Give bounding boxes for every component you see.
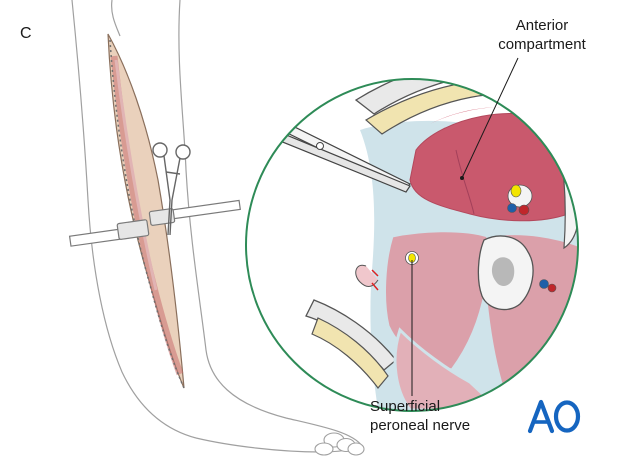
label-nerve-line2: peroneal nerve [370, 417, 471, 434]
inset-ring [245, 78, 579, 412]
label-nerve-line1: Superficial [370, 398, 441, 415]
ao-logo [527, 399, 581, 434]
skin-incision [107, 33, 185, 389]
label-superficial-peroneal-nerve: Superficial peroneal nerve [370, 397, 510, 435]
lower-leg-outline [71, 0, 363, 453]
retractor-medial [148, 199, 241, 226]
forceps-in-incision [152, 142, 191, 236]
label-anterior-line2: compartment [498, 36, 586, 53]
anterior-tibial-artery [518, 204, 530, 216]
deep-peroneal-nerve [510, 184, 522, 198]
panel-letter: C [20, 25, 32, 42]
foot-toes [314, 432, 365, 456]
retractor-lateral [68, 219, 150, 247]
label-anterior-compartment: Anterior compartment [476, 16, 608, 54]
label-anterior-line1: Anterior [515, 17, 569, 34]
anterior-tibial-vein [507, 203, 517, 213]
leader-anterior-compartment [461, 57, 519, 179]
cross-section-inset [245, 78, 579, 412]
